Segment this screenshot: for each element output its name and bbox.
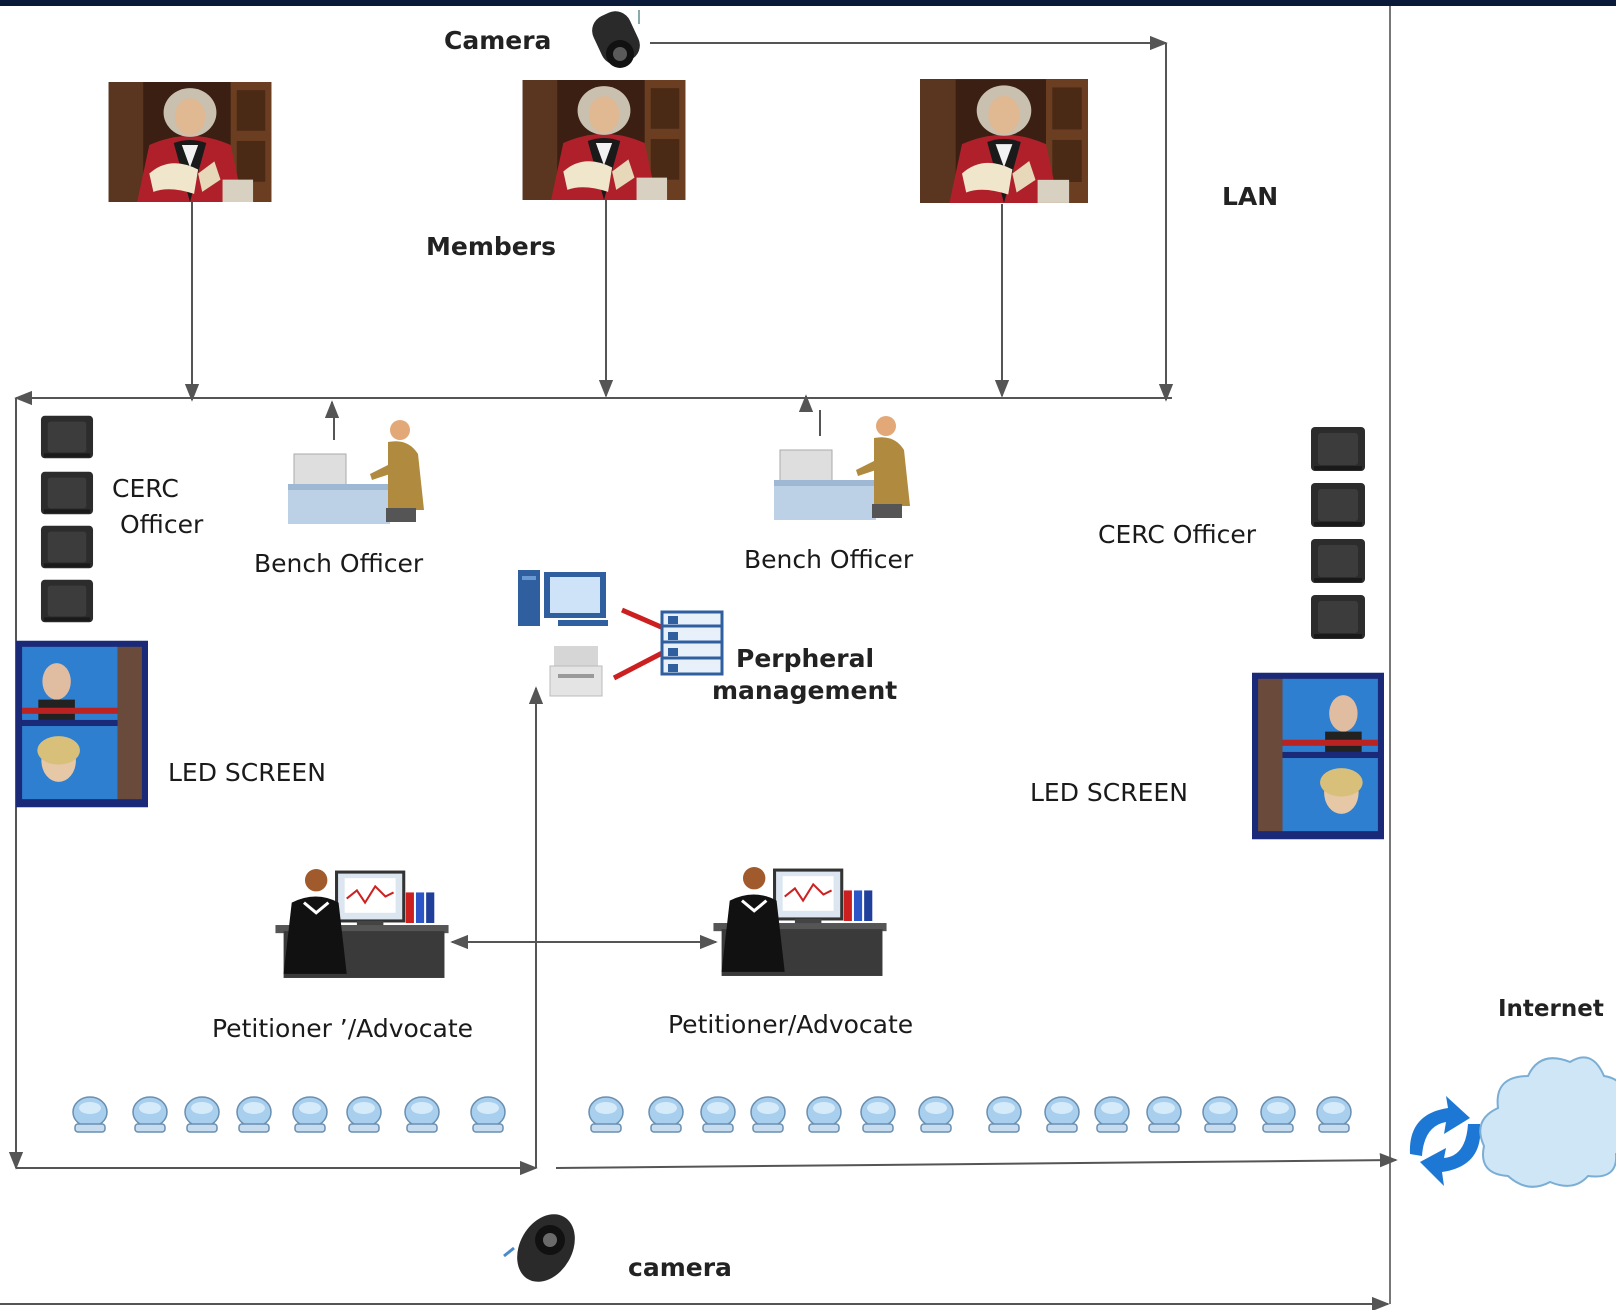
audience-seat-icon <box>404 1096 440 1133</box>
sync-arrows-icon <box>1409 1096 1481 1186</box>
audience-seat-icon <box>648 1096 684 1133</box>
audience-seat-icon <box>72 1096 108 1133</box>
audience-seat-icon <box>132 1096 168 1133</box>
audience-seat-icon <box>860 1096 896 1133</box>
speaker-icon <box>40 415 94 459</box>
internet-label: Internet <box>1498 996 1604 1022</box>
audience-seat-icon <box>918 1096 954 1133</box>
petitioner-advocate-label-left: Petitioner ’/Advocate <box>212 1014 474 1043</box>
speaker-icon <box>1311 483 1365 527</box>
audience-row-left <box>72 1096 506 1133</box>
peripheral-devices-icon <box>518 570 724 697</box>
audience-seat-icon <box>1146 1096 1182 1133</box>
bench-officer-icon <box>773 410 911 521</box>
led-screen-icon <box>1252 672 1384 840</box>
audience-seat-icon <box>184 1096 220 1133</box>
led-screen-label-right: LED SCREEN <box>1030 778 1188 807</box>
audience-seat-icon <box>236 1096 272 1133</box>
audience-seat-icon <box>1094 1096 1130 1133</box>
speaker-icon <box>1311 595 1365 639</box>
lan-label: LAN <box>1222 182 1279 211</box>
speaker-icon <box>40 525 94 569</box>
judge-photo <box>108 82 272 202</box>
camera-icon <box>503 1214 575 1282</box>
speaker-icon <box>40 471 94 515</box>
audience-seat-icon <box>1202 1096 1238 1133</box>
audience-seat-icon <box>750 1096 786 1133</box>
speaker-icon <box>40 579 94 623</box>
audience-seat-icon <box>292 1096 328 1133</box>
speaker-icon <box>1311 427 1365 471</box>
bench-officer-label-left: Bench Officer <box>254 549 424 578</box>
audience-seat-icon <box>588 1096 624 1133</box>
members-label: Members <box>426 232 556 261</box>
audience-seat-icon <box>1260 1096 1296 1133</box>
camera-bottom-label: camera <box>628 1253 732 1282</box>
audience-seat-icon <box>1044 1096 1080 1133</box>
cerc-officer-label-left-line1: CERC <box>112 474 179 503</box>
peripheral-label-line2: management <box>712 676 898 705</box>
bench-officer-icon <box>287 414 425 525</box>
audience-seat-icon <box>986 1096 1022 1133</box>
petitioner-advocate-label-right: Petitioner/Advocate <box>668 1010 914 1039</box>
audience-seat-icon <box>1316 1096 1352 1133</box>
judge-photo <box>522 80 686 200</box>
speaker-icon <box>1311 539 1365 583</box>
led-screen-icon <box>16 640 148 808</box>
audience-seat-icon <box>700 1096 736 1133</box>
petitioner-workstation-icon <box>274 868 450 980</box>
judge-photo <box>920 79 1088 203</box>
top-border <box>0 0 1616 6</box>
cerc-officer-label-left-line2: Officer <box>120 510 204 539</box>
audience-seat-icon <box>806 1096 842 1133</box>
audience-row-right <box>588 1096 1352 1133</box>
audience-seat-icon <box>346 1096 382 1133</box>
petitioner-workstation-icon <box>712 866 888 978</box>
camera-icon <box>592 10 640 68</box>
camera-label: Camera <box>444 26 552 55</box>
bench-officer-label-right: Bench Officer <box>744 545 914 574</box>
led-screen-label-left: LED SCREEN <box>168 758 326 787</box>
cerc-officer-label-right: CERC Officer <box>1098 520 1257 549</box>
internet-cloud-icon <box>1479 1056 1616 1188</box>
audience-seat-icon <box>470 1096 506 1133</box>
peripheral-label-line1: Perpheral <box>736 644 875 673</box>
